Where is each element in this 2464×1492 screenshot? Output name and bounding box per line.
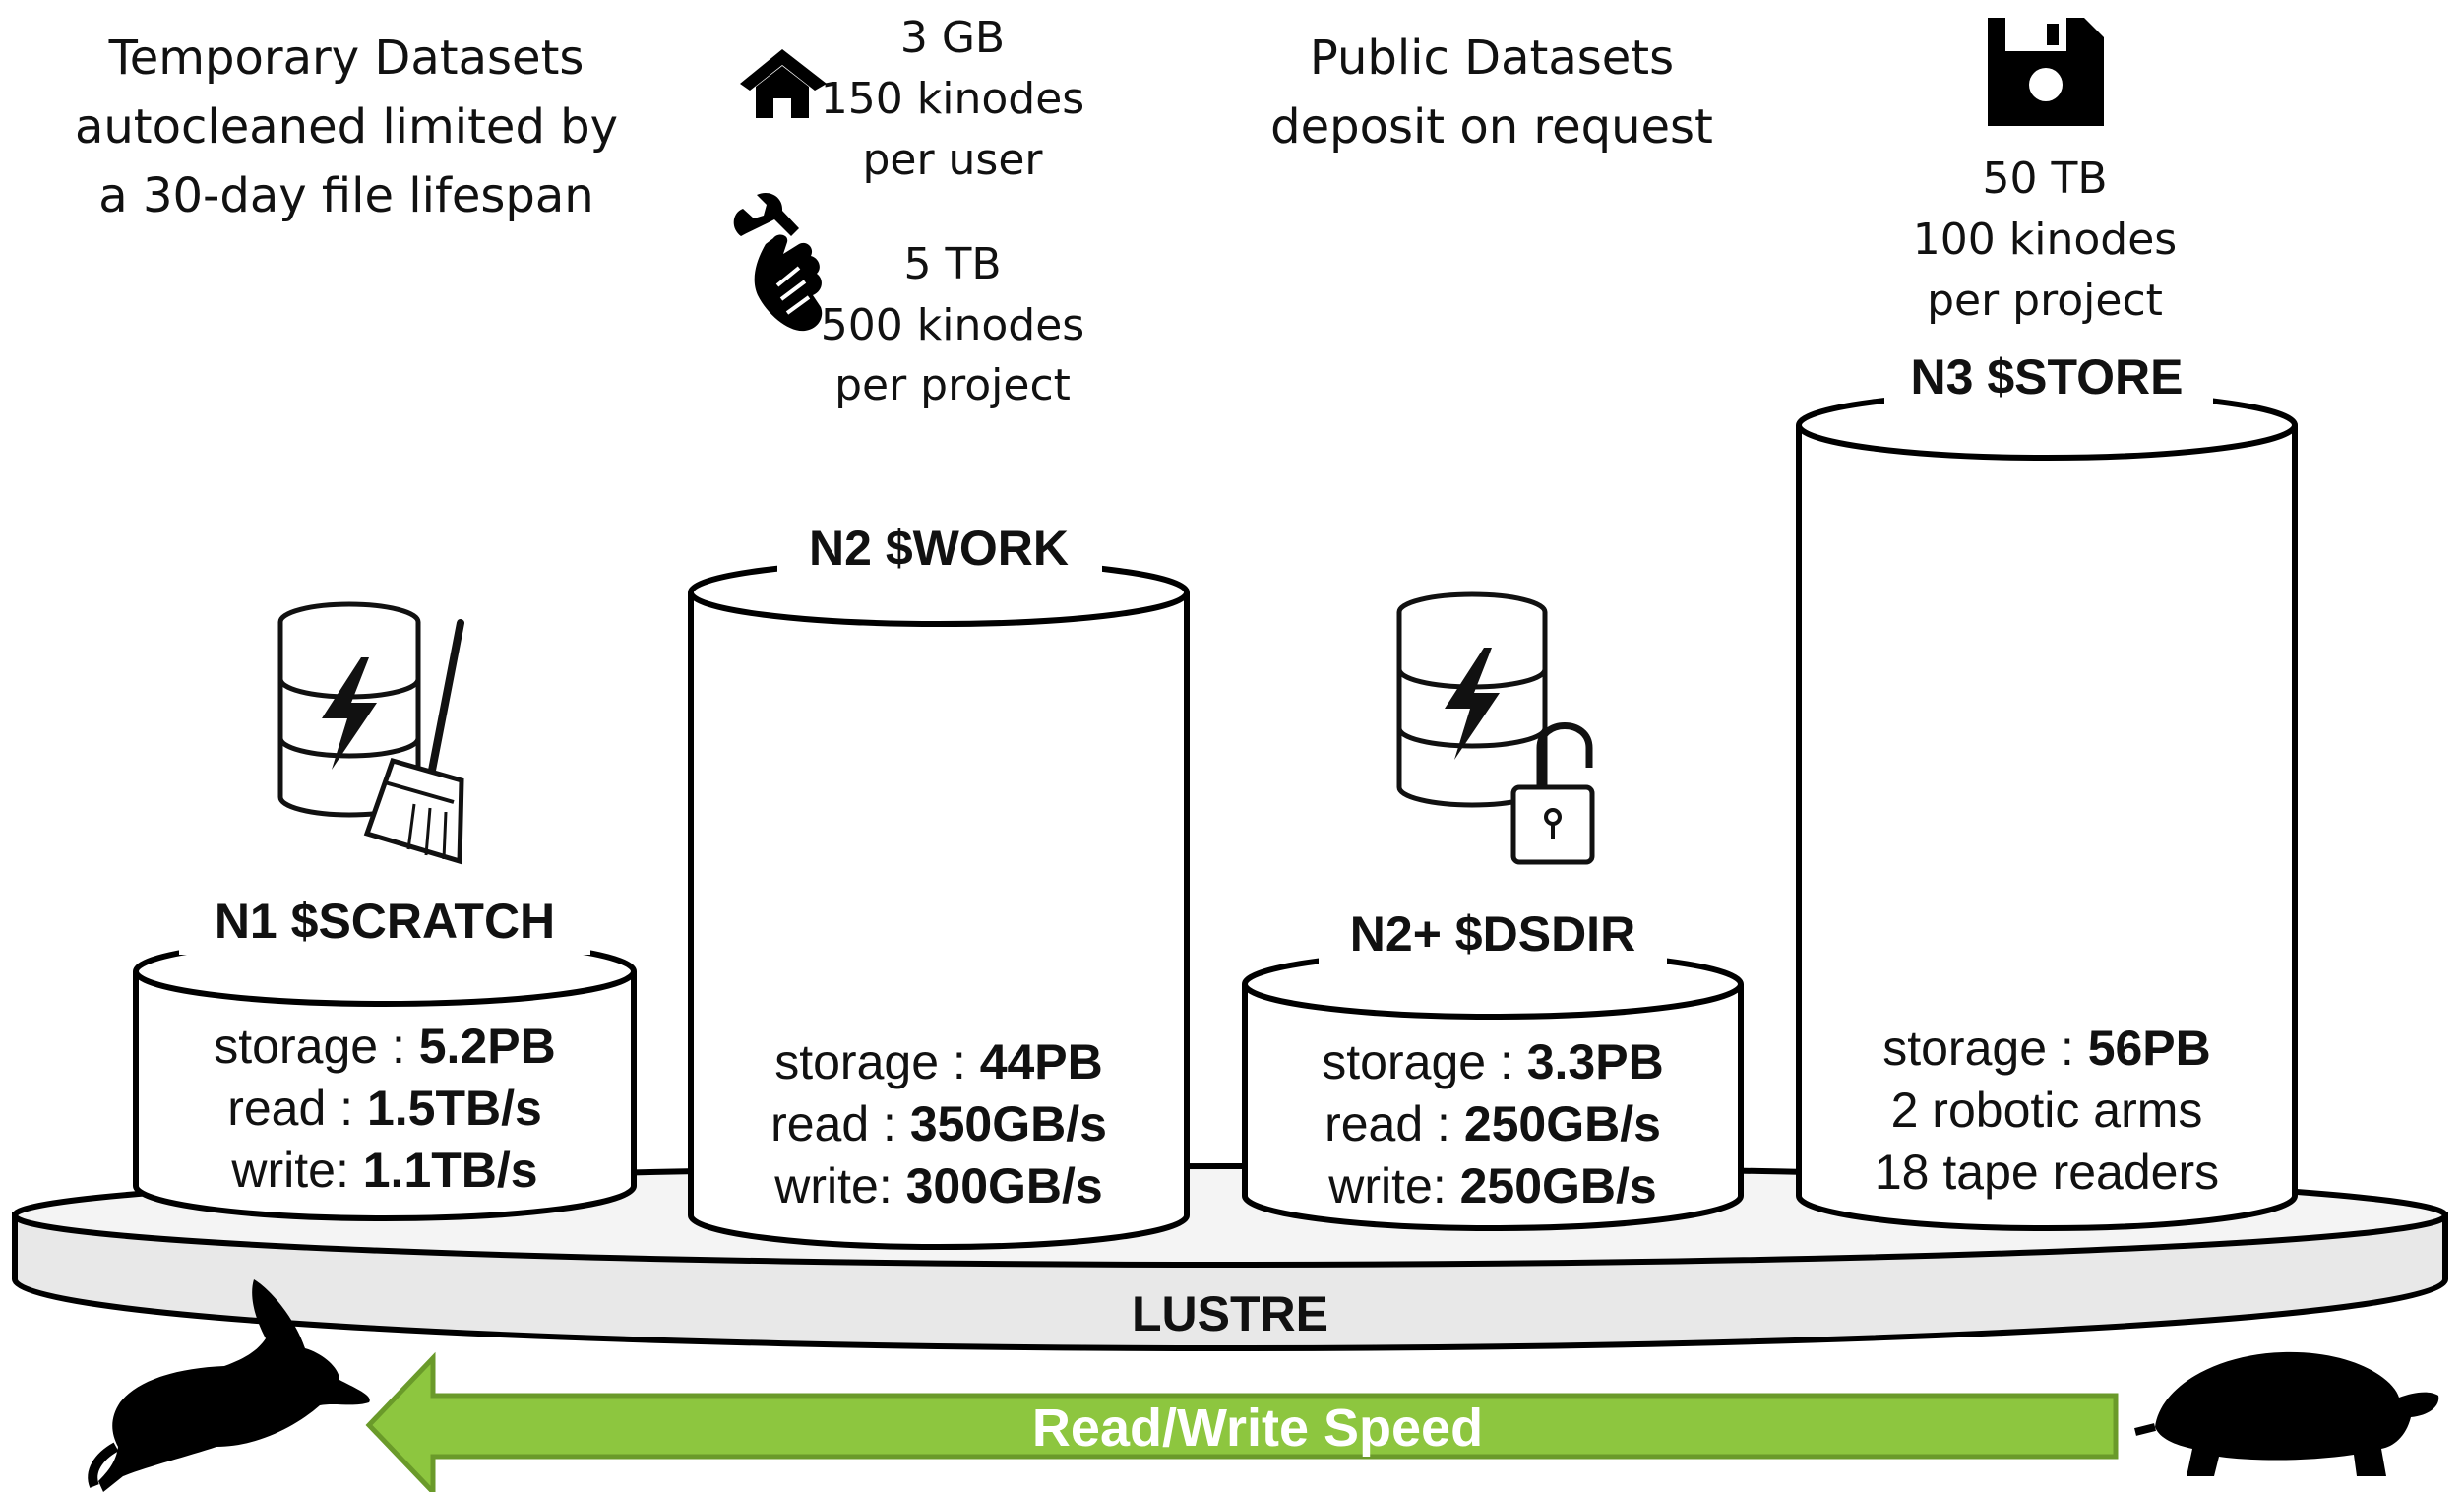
note-temporary-line-2: autocleaned limited by — [75, 99, 618, 155]
dsdir-storage: storage : 3.3PB — [1322, 1034, 1663, 1089]
store-quota-line-1: 50 TB — [1982, 154, 2107, 204]
scratch-title: N1 $SCRATCH — [215, 894, 555, 949]
scratch-read: read : 1.5TB/s — [227, 1081, 542, 1136]
store-quota-line-3: per project — [1927, 276, 2163, 326]
work-cylinder-body — [688, 592, 1190, 1250]
speed-arrow: Read/Write Speed — [365, 1351, 2119, 1492]
work-quota-line-3: per project — [834, 360, 1071, 410]
work-quota-line-1: 5 TB — [903, 239, 1001, 289]
note-public: Public Datasets deposit on request — [1270, 31, 1713, 155]
home-quota-line-3: per user — [862, 135, 1043, 185]
store-quota-line-2: 100 kinodes — [1913, 215, 2177, 265]
dsdir-write: write: 250GB/s — [1327, 1158, 1656, 1213]
note-store-quota: 50 TB 100 kinodes per project — [1913, 154, 2177, 326]
note-home-quota: 3 GB 150 kinodes per user — [821, 13, 1084, 185]
store-storage: storage : 56PB — [1882, 1021, 2211, 1076]
scratch-cylinder-body — [133, 971, 637, 1221]
work-title-bg — [777, 517, 1102, 576]
floppy-disk-icon — [1988, 18, 2104, 126]
store-tape-readers: 18 tape readers — [1875, 1145, 2219, 1200]
storage-dsdir: N2+ $DSDIR storage : 3.3PB read : 250GB/… — [1242, 906, 1744, 1231]
note-work-quota: 5 TB 500 kinodes per project — [821, 239, 1084, 410]
note-temporary: Temporary Datasets autocleaned limited b… — [75, 31, 618, 223]
turtle-icon — [2134, 1351, 2439, 1476]
storage-store: N3 $STORE storage : 56PB 2 robotic arms … — [1796, 349, 2298, 1231]
dsdir-title-bg — [1319, 908, 1667, 967]
speed-label: Read/Write Speed — [1032, 1399, 1483, 1458]
speed-arrow-shape — [365, 1351, 2119, 1492]
wrench-hand-icon — [733, 192, 823, 332]
padlock-open-icon — [1510, 722, 1595, 865]
rabbit-icon — [88, 1279, 370, 1492]
platform-label: LUSTRE — [1132, 1286, 1328, 1341]
dsdir-cylinder-body — [1242, 984, 1744, 1231]
work-quota-line-2: 500 kinodes — [821, 300, 1084, 350]
database-lightning-icon — [1396, 591, 1548, 808]
work-read: read : 350GB/s — [770, 1096, 1107, 1151]
dsdir-title: N2+ $DSDIR — [1350, 906, 1635, 962]
home-quota-line-1: 3 GB — [900, 13, 1005, 63]
scratch-title-bg — [179, 896, 590, 955]
house-icon — [740, 49, 827, 118]
store-title: N3 $STORE — [1911, 349, 2184, 404]
scratch-storage: storage : 5.2PB — [214, 1019, 555, 1074]
note-public-line-2: deposit on request — [1270, 99, 1713, 155]
scratch-write: write: 1.1TB/s — [230, 1143, 537, 1198]
storage-scratch: N1 $SCRATCH storage : 5.2PB read : 1.5TB… — [133, 894, 637, 1221]
database-lightning-icon — [277, 601, 421, 818]
store-title-bg — [1884, 349, 2213, 408]
work-write: write: 300GB/s — [773, 1158, 1102, 1213]
store-cylinder-body — [1796, 425, 2298, 1231]
work-title: N2 $WORK — [809, 521, 1069, 576]
note-temporary-line-1: Temporary Datasets — [108, 31, 585, 86]
store-robotic-arms: 2 robotic arms — [1891, 1083, 2203, 1138]
home-quota-line-2: 150 kinodes — [821, 74, 1084, 124]
note-temporary-line-3: a 30-day file lifespan — [98, 168, 593, 223]
storage-work: N2 $WORK storage : 44PB read : 350GB/s w… — [688, 517, 1190, 1250]
broom-icon — [363, 619, 464, 865]
work-storage: storage : 44PB — [774, 1034, 1103, 1089]
note-public-line-1: Public Datasets — [1310, 31, 1674, 86]
dsdir-read: read : 250GB/s — [1324, 1096, 1661, 1151]
